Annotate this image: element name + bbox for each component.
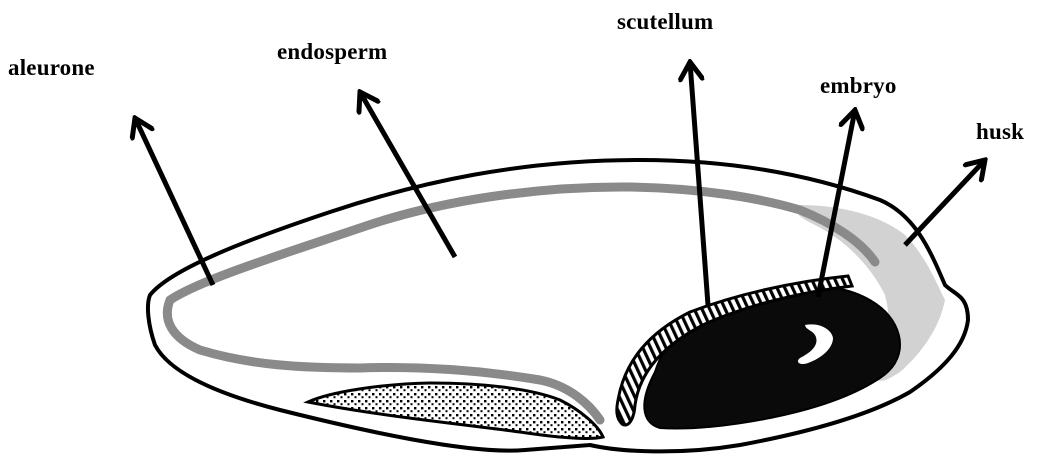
label-endosperm: endosperm xyxy=(277,40,387,63)
label-husk: husk xyxy=(976,120,1024,143)
label-aleurone: aleurone xyxy=(8,56,95,79)
label-scutellum: scutellum xyxy=(617,10,713,33)
arrow-husk xyxy=(905,160,985,245)
label-embryo: embryo xyxy=(820,74,897,97)
arrow-aleurone xyxy=(135,118,213,285)
